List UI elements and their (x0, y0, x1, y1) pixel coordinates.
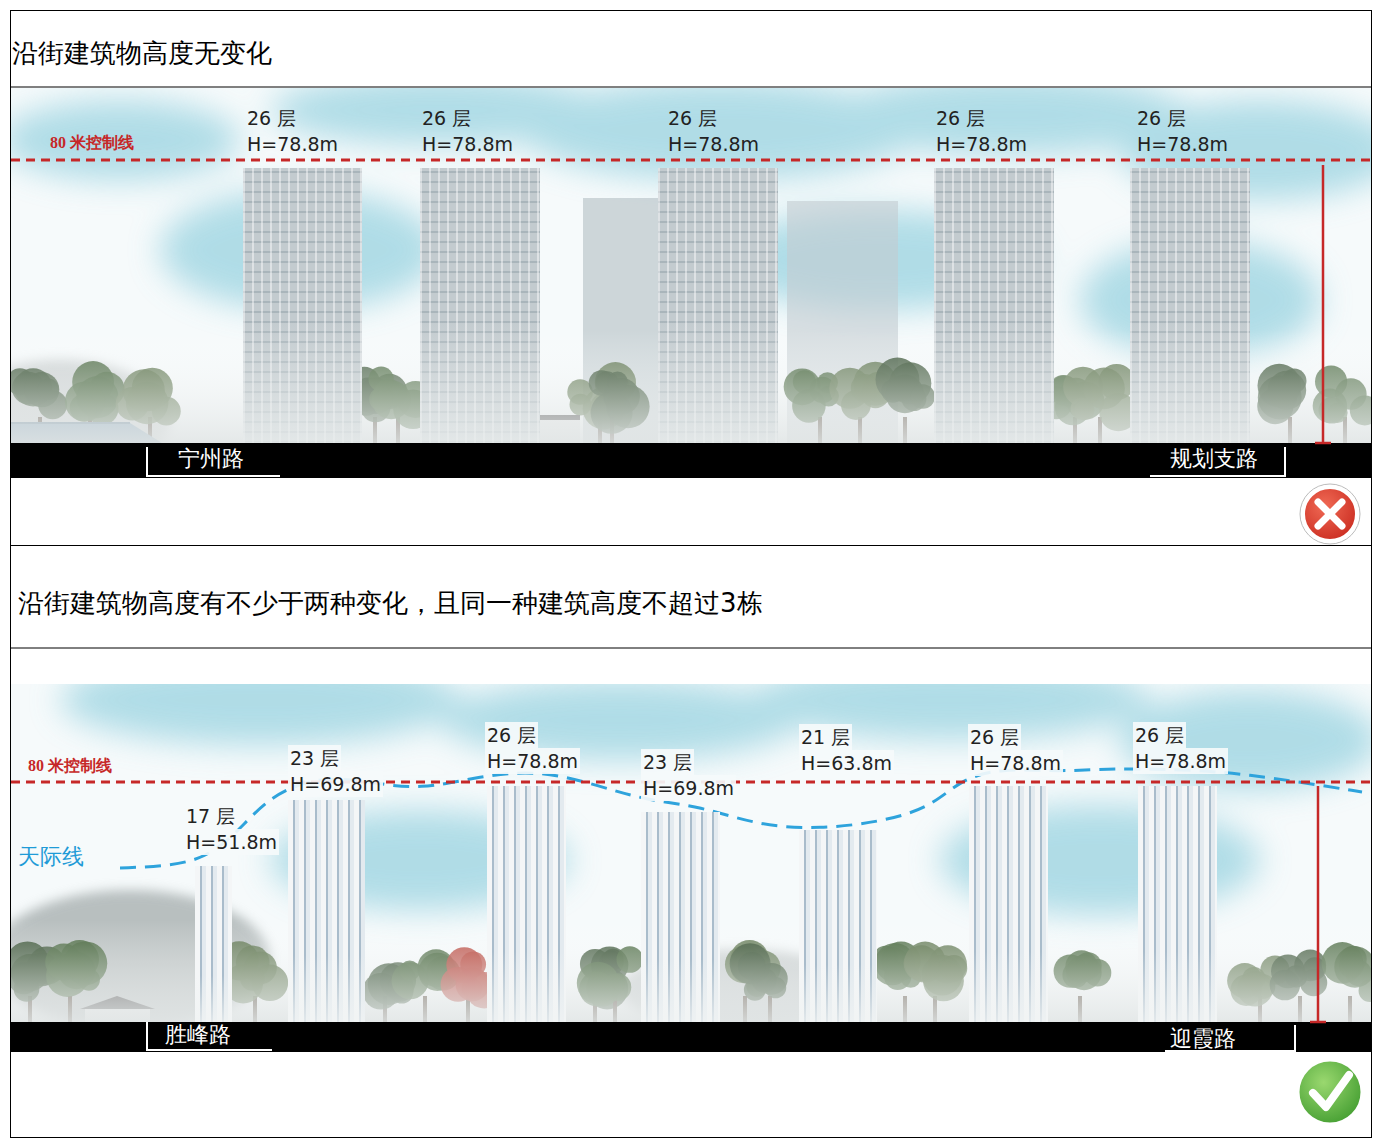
building-node: 23 层H=69.8m (641, 749, 736, 801)
panel-heading: 沿街建筑物高度无变化 (12, 37, 272, 69)
building-node: 26 层H=78.8m (968, 724, 1063, 776)
wrong-mark (1303, 487, 1357, 541)
row-divider (10, 648, 1371, 649)
road-bracket (147, 1022, 1295, 1051)
building-label: 26 层 (420, 105, 473, 131)
building-label: H=78.8m (485, 748, 580, 774)
building-label: 26 层 (1133, 722, 1186, 748)
building-label: 17 层 (184, 803, 237, 829)
road-name: 宁州路 (178, 447, 244, 471)
building-facade (934, 168, 1054, 443)
building-label: 23 层 (641, 749, 694, 775)
road-band (11, 1022, 1371, 1052)
building-label: H=78.8m (1135, 131, 1230, 157)
building-label: H=63.8m (799, 750, 894, 776)
building-label: 26 层 (245, 105, 298, 131)
wrong-mark (1318, 502, 1342, 526)
control-line (11, 159, 1371, 162)
building-node: 23 层H=69.8m (288, 745, 383, 797)
building-label: H=78.8m (968, 750, 1063, 776)
building-facade (288, 800, 365, 1022)
building-facade (969, 786, 1048, 1022)
building-label: H=69.8m (288, 771, 383, 797)
road-bracket (1165, 1025, 1295, 1051)
building-label: H=51.8m (184, 829, 279, 855)
building-facade (487, 786, 566, 1022)
building-label: 26 层 (968, 724, 1021, 750)
building-node: 26 层H=78.8m (1135, 105, 1230, 157)
building-label: 21 层 (799, 724, 852, 750)
panel-heading: 沿街建筑物高度有不少于两种变化，且同一种建筑高度不超过3栋 (18, 587, 763, 619)
building-facade (420, 168, 540, 443)
height-dimension (1315, 165, 1331, 443)
building-node: 26 层H=78.8m (245, 105, 340, 157)
road-bracket (1150, 447, 1285, 476)
building-label: H=78.8m (666, 131, 761, 157)
building-label: H=78.8m (934, 131, 1029, 157)
building-facade (799, 830, 877, 1022)
building-label: H=69.8m (641, 775, 736, 801)
building-label: H=78.8m (1133, 748, 1228, 774)
building-label: H=78.8m (245, 131, 340, 157)
building-node: 26 层H=78.8m (666, 105, 761, 157)
height-dimension (1310, 786, 1326, 1022)
control-line-label: 80 米控制线 (50, 134, 134, 152)
building-facade (243, 168, 362, 443)
building-label: 26 层 (666, 105, 719, 131)
row-divider (10, 87, 1371, 88)
building-label: 26 层 (485, 722, 538, 748)
height-dimension (1317, 786, 1320, 1022)
wrong-mark (1300, 484, 1360, 544)
sky-bottom (11, 684, 1371, 1022)
sky-bottom (1120, 690, 1371, 790)
road-name: 规划支路 (1170, 447, 1258, 471)
building-node: 17 层H=51.8m (184, 803, 279, 855)
height-dimension (1310, 1021, 1326, 1024)
building-node: 26 层H=78.8m (934, 105, 1029, 157)
building-facade (641, 812, 720, 1022)
skyline-label: 天际线 (18, 845, 84, 869)
building-label: 26 层 (1135, 105, 1188, 131)
building-node: 21 层H=63.8m (799, 724, 894, 776)
sky-bottom (60, 684, 460, 745)
road-bracket (147, 447, 280, 476)
road-band (11, 443, 1371, 478)
road-bracket (147, 1022, 272, 1050)
building-facade (1138, 786, 1217, 1022)
correct-mark (1298, 1060, 1362, 1124)
building-label: 23 层 (288, 745, 341, 771)
building-node: 26 层H=78.8m (1133, 722, 1228, 774)
building-facade (195, 866, 232, 1022)
sky-top (11, 100, 240, 180)
wrong-mark (1300, 484, 1360, 544)
building-facade (658, 168, 778, 443)
height-dimension (1322, 165, 1325, 443)
road-name: 胜峰路 (165, 1023, 231, 1047)
building-label: H=78.8m (420, 131, 515, 157)
building-node: 26 层H=78.8m (485, 722, 580, 774)
building-facade (1130, 168, 1250, 443)
building-node: 26 层H=78.8m (420, 105, 515, 157)
road-name: 迎霞路 (1170, 1027, 1236, 1051)
control-line-label: 80 米控制线 (28, 757, 112, 775)
height-dimension (1315, 442, 1331, 445)
building-label: 26 层 (934, 105, 987, 131)
road-bracket (147, 447, 1285, 476)
sky-top (11, 88, 1371, 443)
correct-mark (1298, 1060, 1362, 1124)
correct-mark (1313, 1075, 1349, 1107)
comparison-panel: 沿街建筑物高度有不少于两种变化，且同一种建筑高度不超过3栋 17 层H=51.8m… (10, 545, 1372, 1138)
